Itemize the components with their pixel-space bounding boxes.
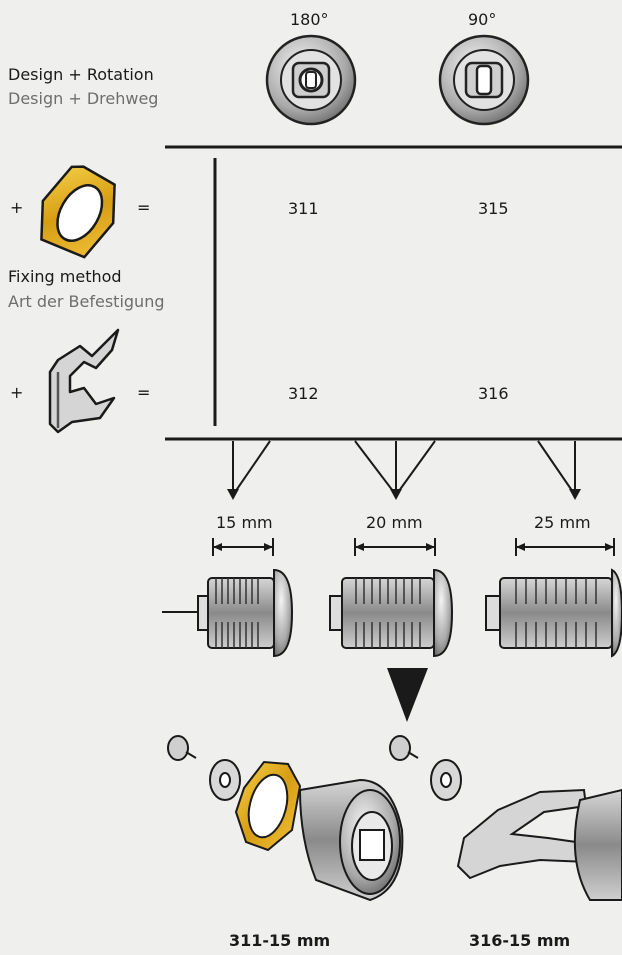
down-arrow-icon (387, 668, 428, 722)
length-label-25: 25 mm (534, 513, 591, 532)
dimension-lines (212, 538, 615, 556)
matrix-cell-316: 316 (478, 384, 509, 403)
spring-clip-icon (48, 328, 120, 434)
plus-sign-nut: + (10, 198, 24, 217)
cam-lock-15mm-icon (162, 568, 294, 658)
design-label-de: Design + Drehweg (8, 89, 159, 108)
fixing-label-de: Art der Befestigung (8, 292, 165, 311)
cam-lock-20mm-icon (329, 568, 454, 658)
matrix-cell-315: 315 (478, 199, 509, 218)
equals-sign-nut: = (137, 198, 151, 217)
matrix-grid (165, 145, 622, 441)
exploded-316-icon (389, 735, 622, 901)
cam-lock-25mm-icon (485, 568, 622, 658)
matrix-cell-311: 311 (288, 199, 319, 218)
length-arrows (227, 440, 581, 500)
lock-face-180-icon (265, 34, 357, 126)
length-label-15: 15 mm (216, 513, 273, 532)
fixing-label-en: Fixing method (8, 267, 122, 286)
rotation-180-label: 180° (290, 10, 329, 29)
plus-sign-clip: + (10, 383, 24, 402)
lock-face-90-icon (438, 34, 530, 126)
matrix-cell-312: 312 (288, 384, 319, 403)
hex-nut-icon (40, 165, 116, 259)
rotation-90-label: 90° (468, 10, 497, 29)
design-label-en: Design + Rotation (8, 65, 154, 84)
exploded-311-icon (167, 735, 404, 902)
equals-sign-clip: = (137, 383, 151, 402)
length-label-20: 20 mm (366, 513, 423, 532)
example-label-316: 316-15 mm (469, 931, 571, 950)
example-label-311: 311-15 mm (229, 931, 331, 950)
